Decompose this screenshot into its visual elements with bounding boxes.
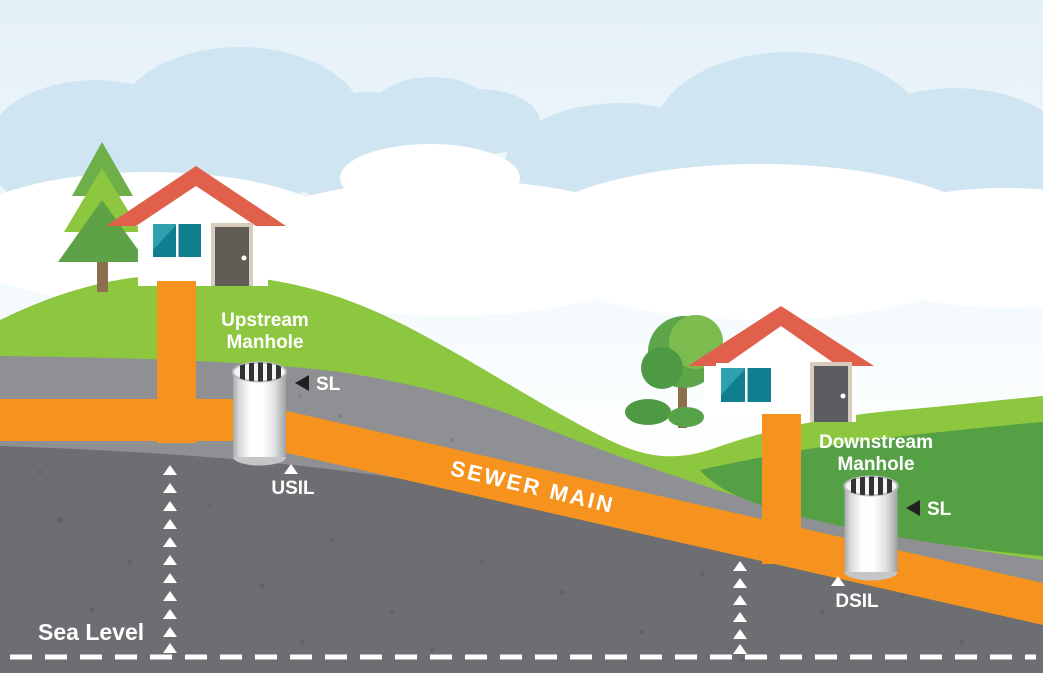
sea-level-label: Sea Level [38, 619, 144, 645]
ground-speckles [38, 470, 1014, 662]
house-drain-upstream [157, 281, 196, 443]
dsil-label: DSIL [835, 591, 879, 612]
window [144, 219, 210, 265]
upstream-manhole-label: Upstream Manhole [221, 310, 309, 353]
upstream-label-line2: Manhole [226, 332, 303, 353]
usil-label: USIL [271, 478, 315, 499]
dsil-marker: DSIL [831, 576, 879, 612]
house-downstream [688, 306, 874, 422]
door [810, 362, 852, 422]
downstream-manhole-label: Downstream Manhole [819, 432, 933, 475]
bird-icons [437, 243, 575, 274]
downstream-sl-label: SL [927, 499, 952, 520]
lateral-pipe-left [0, 399, 262, 441]
upstream-manhole [232, 361, 287, 466]
house-upstream [106, 166, 286, 286]
usil-marker: USIL [271, 464, 315, 499]
ground-lower [0, 446, 1043, 673]
downstream-label-line1: Downstream [819, 432, 933, 453]
door [211, 223, 253, 286]
house-drain-downstream [762, 414, 801, 564]
manhole-grate [240, 362, 281, 382]
bushes [625, 399, 704, 427]
upstream-sl-label: SL [316, 374, 341, 395]
upstream-sl-marker: SL [295, 374, 341, 395]
upstream-label-line1: Upstream [221, 310, 309, 331]
manhole-grate [851, 476, 892, 496]
downstream-manhole [843, 475, 899, 581]
window [712, 363, 780, 410]
downstream-label-line2: Manhole [837, 454, 914, 475]
downstream-sl-marker: SL [906, 499, 952, 520]
